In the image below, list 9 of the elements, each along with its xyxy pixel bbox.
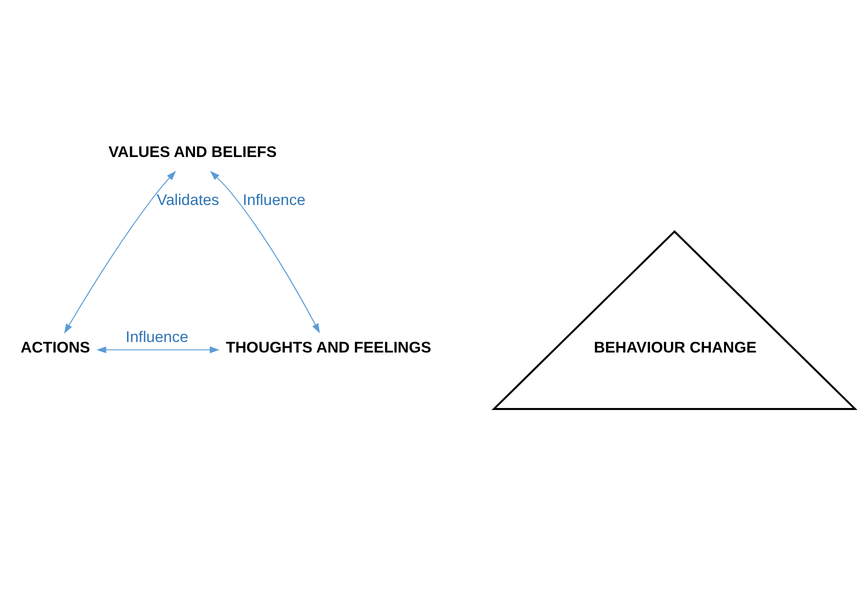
- node-text: ACTIONS: [20, 340, 90, 357]
- arrow: [64, 170, 176, 334]
- node-text: VALUES AND BELIEFS: [108, 144, 277, 161]
- node-text: THOUGHTS AND FEELINGS: [226, 340, 432, 357]
- arrow: [96, 346, 220, 354]
- arrow: [210, 170, 320, 334]
- edge-label: Validates: [156, 192, 220, 210]
- edge-label: Influence: [126, 328, 188, 346]
- edge-label: Influence: [242, 192, 306, 210]
